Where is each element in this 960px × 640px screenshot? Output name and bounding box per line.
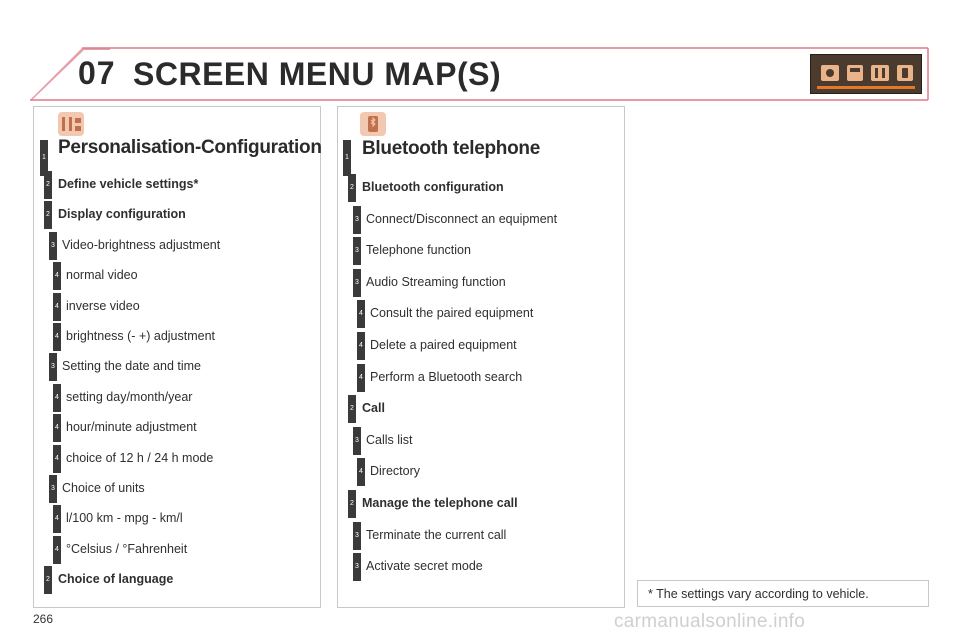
menu-item: °Celsius / °Fahrenheit <box>66 541 188 556</box>
menu-item: inverse video <box>66 298 140 313</box>
bluetooth-phone-icon <box>360 112 386 136</box>
menu-item: Call <box>362 401 385 416</box>
chapter-number: 07 <box>78 55 116 91</box>
menu-item: Display configuration <box>58 207 186 222</box>
level-2-tab: 2 <box>44 566 52 595</box>
header-decoration <box>30 47 929 101</box>
menu-item: setting day/month/year <box>66 389 193 404</box>
menu-item: Telephone function <box>366 243 471 258</box>
level-3-tab: 3 <box>353 237 361 266</box>
menu-item: Calls list <box>366 432 413 447</box>
level-4-tab: 4 <box>53 323 61 351</box>
level-4-tab: 4 <box>53 535 61 564</box>
header-menu-icons <box>810 54 922 94</box>
menu-item: Audio Streaming function <box>366 274 506 289</box>
level-4-tab: 4 <box>357 363 365 392</box>
menu-item: Activate secret mode <box>366 559 483 574</box>
phone-icon <box>897 65 913 81</box>
level-2-tab: 2 <box>44 171 52 199</box>
level-4-tab: 4 <box>53 383 61 412</box>
menu-item: hour/minute adjustment <box>66 420 197 435</box>
level-2-tab: 2 <box>44 201 52 230</box>
menu-item: Directory <box>370 464 421 479</box>
settings-icon <box>871 65 889 81</box>
level-4-tab: 4 <box>357 332 365 360</box>
level-3-tab: 3 <box>353 205 361 234</box>
menu-item: brightness (- +) adjustment <box>66 329 216 343</box>
personalisation-title: Personalisation-Configuration <box>58 137 322 158</box>
menu-item: Perform a Bluetooth search <box>370 369 523 384</box>
menu-item: normal video <box>66 268 138 283</box>
menu-item: Delete a paired equipment <box>370 338 517 352</box>
personalisation-panel <box>33 106 321 608</box>
level-4-tab: 4 <box>53 292 61 321</box>
level-2-tab: 2 <box>348 490 356 518</box>
bluetooth-title: Bluetooth telephone <box>362 138 540 159</box>
level-4-tab: 4 <box>53 444 61 473</box>
menu-item: Define vehicle settings* <box>58 177 199 191</box>
menu-item: Choice of units <box>62 481 145 495</box>
level-4-tab: 4 <box>357 300 365 329</box>
level-3-tab: 3 <box>353 268 361 297</box>
level-3-tab: 3 <box>353 426 361 455</box>
header-icons-underline <box>817 86 915 89</box>
level-4-tab: 4 <box>53 262 61 291</box>
bluetooth-panel <box>337 106 625 608</box>
footnote: * The settings vary according to vehicle… <box>637 580 929 607</box>
level-3-tab: 3 <box>49 231 57 260</box>
menu-item: choice of 12 h / 24 h mode <box>66 450 214 465</box>
page-title: SCREEN MENU MAP(S) <box>133 56 502 92</box>
level-3-tab: 3 <box>49 353 57 382</box>
radio-icon <box>847 65 863 81</box>
watermark: carmanualsonline.info <box>614 611 806 632</box>
level-3-tab: 3 <box>353 553 361 582</box>
level-3-tab: 3 <box>49 475 57 503</box>
menu-item: Terminate the current call <box>366 527 507 542</box>
menu-item: Consult the paired equipment <box>370 306 534 321</box>
menu-item: Bluetooth configuration <box>362 180 504 194</box>
menu-item: Choice of language <box>58 572 174 587</box>
level-1-tab: 1 <box>40 140 48 176</box>
level-2-tab: 2 <box>348 395 356 424</box>
level-4-tab: 4 <box>53 505 61 534</box>
level-4-tab: 4 <box>53 414 61 443</box>
media-icon <box>821 65 839 81</box>
settings-icon <box>58 112 84 136</box>
level-4-tab: 4 <box>357 458 365 487</box>
page-number: 266 <box>33 612 54 626</box>
menu-item: l/100 km - mpg - km/l <box>66 511 183 526</box>
menu-item: Connect/Disconnect an equipment <box>366 211 558 226</box>
level-2-tab: 2 <box>348 174 356 202</box>
menu-item: Setting the date and time <box>62 359 201 374</box>
level-1-tab: 1 <box>343 140 351 176</box>
menu-item: Video-brightness adjustment <box>62 237 221 252</box>
level-3-tab: 3 <box>353 521 361 550</box>
menu-item: Manage the telephone call <box>362 496 518 510</box>
